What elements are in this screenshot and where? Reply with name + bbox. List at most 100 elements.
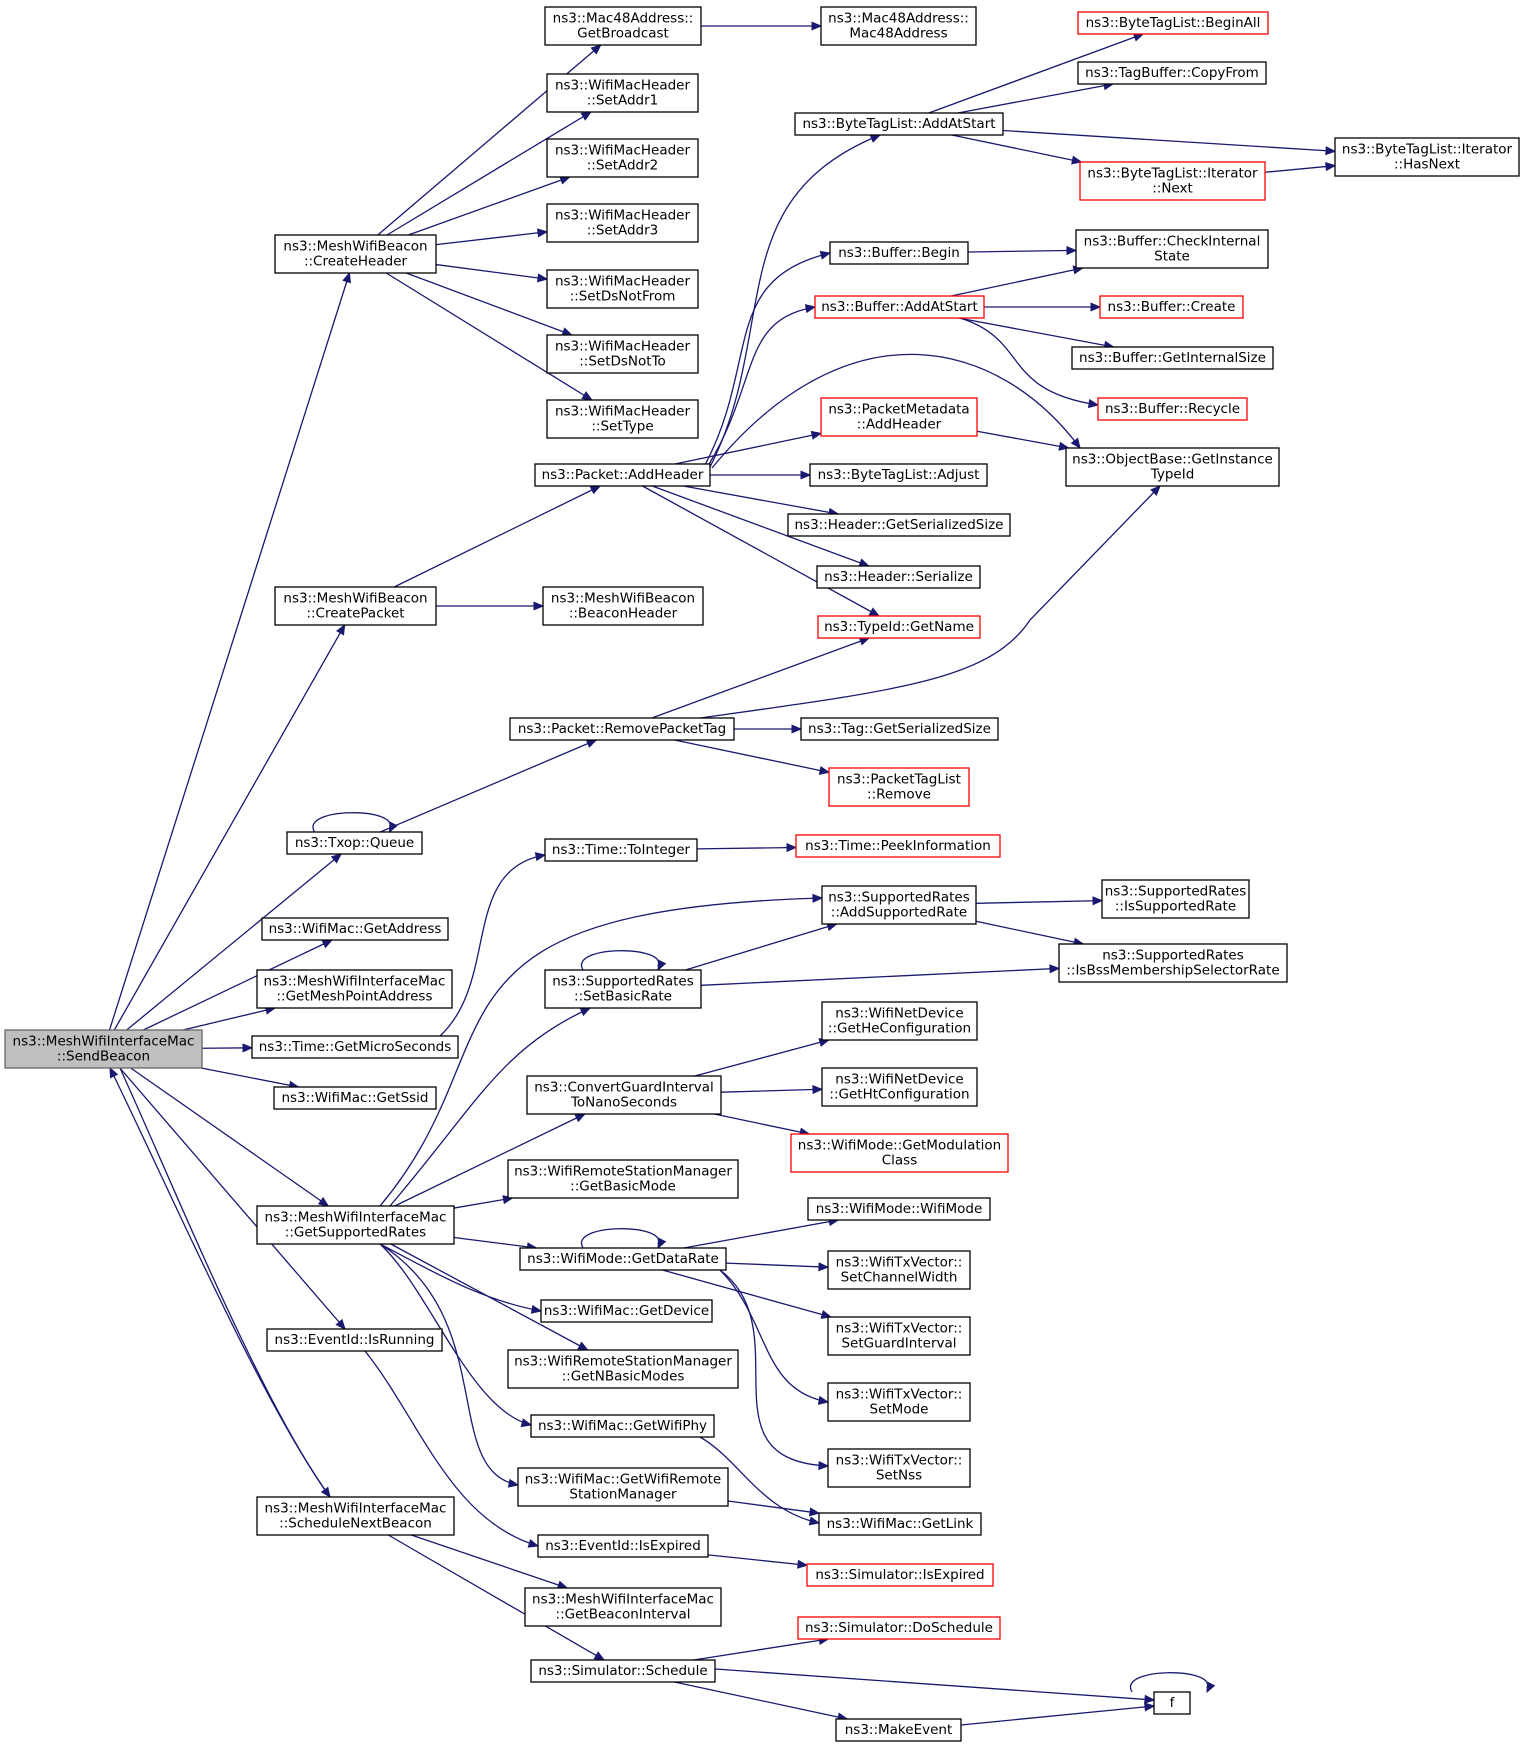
node-label: ns3::Time::ToInteger [552,842,691,858]
node-txvSetChannelWidth[interactable]: ns3::WifiTxVector::SetChannelWidth [827,1250,971,1290]
node-setAddr3[interactable]: ns3::WifiMacHeader::SetAddr3 [546,203,699,243]
node-label: ns3::MeshWifiInterfaceMac [264,974,446,990]
node-simIsExpired[interactable]: ns3::Simulator::IsExpired [806,1563,994,1587]
node-typeIdGetName[interactable]: ns3::TypeId::GetName [817,615,981,639]
node-wifiMacGetWifiPhy[interactable]: ns3::WifiMac::GetWifiPhy [530,1414,715,1438]
arrow-head-icon [812,893,824,903]
arrow-head-icon [819,250,832,260]
node-label: ns3::WifiMacHeader [555,274,691,290]
node-makeEvent[interactable]: ns3::MakeEvent [835,1718,962,1742]
node-wndGetHeConfiguration[interactable]: ns3::WifiNetDevice::GetHeConfiguration [821,1001,978,1041]
node-btlIterHasNext[interactable]: ns3::ByteTagList::Iterator::HasNext [1334,137,1520,177]
node-srIsSupportedRate[interactable]: ns3::SupportedRates::IsSupportedRate [1101,879,1250,919]
node-simDoSchedule[interactable]: ns3::Simulator::DoSchedule [797,1616,1001,1640]
node-label: ns3::ByteTagList::AddAtStart [802,116,995,132]
node-wifiModeGetDataRate[interactable]: ns3::WifiMode::GetDataRate [519,1247,727,1271]
node-wndGetHtConfiguration[interactable]: ns3::WifiNetDevice::GetHtConfiguration [821,1067,978,1107]
node-timePeekInformation[interactable]: ns3::Time::PeekInformation [795,834,1001,858]
node-box [821,885,977,925]
edge-bufferAddAtStart-to-bufferGetInternalSize [958,317,1115,350]
node-simSchedule[interactable]: ns3::Simulator::Schedule [530,1659,716,1683]
node-removePacketTag[interactable]: ns3::Packet::RemovePacketTag [509,717,735,741]
node-label: ns3::MakeEvent [845,1722,953,1738]
edge-btlIterNext-to-btlIterHasNext [1264,162,1337,173]
node-timeToInteger[interactable]: ns3::Time::ToInteger [544,838,698,862]
node-f[interactable]: f [1153,1691,1191,1715]
node-label: ::SetAddr3 [587,223,659,239]
node-headerGetSerializedSize[interactable]: ns3::Header::GetSerializedSize [787,513,1011,537]
node-box [829,241,969,265]
node-label: ::CreatePacket [306,606,404,622]
node-tagGetSerializedSize[interactable]: ns3::Tag::GetSerializedSize [800,717,999,741]
node-btlBeginAll[interactable]: ns3::ByteTagList::BeginAll [1077,11,1269,35]
node-label: ns3::WifiMac::GetSsid [281,1090,428,1106]
node-wrsmGetBasicMode[interactable]: ns3::WifiRemoteStationManager::GetBasicM… [507,1159,739,1199]
node-srIsBssMembership[interactable]: ns3::SupportedRates::IsBssMembershipSele… [1058,943,1288,983]
node-setAddr1[interactable]: ns3::WifiMacHeader::SetAddr1 [546,73,699,113]
node-setAddr2[interactable]: ns3::WifiMacHeader::SetAddr2 [546,138,699,178]
node-btlIterNext[interactable]: ns3::ByteTagList::Iterator::Next [1079,161,1266,201]
node-eventIdIsExpired[interactable]: ns3::EventId::IsExpired [537,1534,709,1558]
node-wifiModeCtor[interactable]: ns3::WifiMode::WifiMode [807,1197,991,1221]
node-txvSetGuardInterval[interactable]: ns3::WifiTxVector::SetGuardInterval [827,1316,971,1356]
edge-wifiModeGetDataRate-to-txvSetMode [719,1269,830,1405]
node-label: ns3::WifiRemoteStationManager [514,1164,732,1180]
node-srSetBasicRate[interactable]: ns3::SupportedRates::SetBasicRate [544,969,702,1009]
node-bufferRecycle[interactable]: ns3::Buffer::Recycle [1097,397,1248,421]
node-wifiMacGetAddress[interactable]: ns3::WifiMac::GetAddress [261,917,449,941]
node-box [821,1001,978,1041]
node-wrsmGetNBasicModes[interactable]: ns3::WifiRemoteStationManager::GetNBasic… [507,1349,739,1389]
node-getBroadcast[interactable]: ns3::Mac48Address::GetBroadcast [544,6,702,46]
node-box [1097,397,1248,421]
node-mac48Ctor[interactable]: ns3::Mac48Address::Mac48Address [820,6,977,46]
node-label: ns3::Header::Serialize [824,569,973,585]
node-setDsNotTo[interactable]: ns3::WifiMacHeader::SetDsNotTo [546,334,699,374]
node-timeGetMicroSeconds[interactable]: ns3::Time::GetMicroSeconds [251,1035,459,1059]
node-addHeader[interactable]: ns3::Packet::AddHeader [534,463,711,487]
node-btlAddAtStart[interactable]: ns3::ByteTagList::AddAtStart [794,112,1004,136]
node-getMeshPointAddress[interactable]: ns3::MeshWifiInterfaceMac::GetMeshPointA… [256,969,453,1009]
node-setType[interactable]: ns3::WifiMacHeader::SetType [546,399,699,439]
node-box [546,334,699,374]
node-pmAddHeader[interactable]: ns3::PacketMetadata::AddHeader [820,397,978,437]
node-getBeaconInterval[interactable]: ns3::MeshWifiInterfaceMac::GetBeaconInte… [524,1587,722,1627]
node-box [828,767,970,807]
node-getSupportedRates[interactable]: ns3::MeshWifiInterfaceMac::GetSupportedR… [256,1205,455,1245]
node-btlAdjust[interactable]: ns3::ByteTagList::Adjust [809,463,988,487]
edge-createHeader-to-setAddr1 [386,111,593,236]
node-createHeader[interactable]: ns3::MeshWifiBeacon::CreateHeader [274,234,437,274]
node-eventIdIsRunning[interactable]: ns3::EventId::IsRunning [266,1328,443,1352]
node-root[interactable]: ns3::MeshWifiInterfaceMac::SendBeacon [4,1029,203,1069]
node-wifiMacGetDevice[interactable]: ns3::WifiMac::GetDevice [540,1299,713,1323]
node-txvSetNss[interactable]: ns3::WifiTxVector::SetNss [827,1448,971,1488]
node-wifiMacGetSsid[interactable]: ns3::WifiMac::GetSsid [273,1086,437,1110]
node-txvSetMode[interactable]: ns3::WifiTxVector::SetMode [827,1382,971,1422]
node-headerSerialize[interactable]: ns3::Header::Serialize [816,565,981,589]
node-label: ns3::WifiMacHeader [555,339,691,355]
node-scheduleNextBeacon[interactable]: ns3::MeshWifiInterfaceMac::ScheduleNextB… [256,1496,455,1536]
node-bufferBegin[interactable]: ns3::Buffer::Begin [829,241,969,265]
node-beaconHeader[interactable]: ns3::MeshWifiBeacon::BeaconHeader [542,586,704,626]
node-bufferGetInternalSize[interactable]: ns3::Buffer::GetInternalSize [1071,346,1274,370]
node-box [256,969,453,1009]
node-bufferAddAtStart[interactable]: ns3::Buffer::AddAtStart [814,295,985,319]
node-ptlRemove[interactable]: ns3::PacketTagList::Remove [828,767,970,807]
node-label: ns3::Buffer::Begin [838,245,960,261]
node-tagBufferCopyFrom[interactable]: ns3::TagBuffer::CopyFrom [1077,61,1267,85]
node-wifiMacGetWifiRsm[interactable]: ns3::WifiMac::GetWifiRemoteStationManage… [517,1467,729,1507]
node-box [814,295,985,319]
node-srAddSupportedRate[interactable]: ns3::SupportedRates::AddSupportedRate [821,885,977,925]
node-txopQueue[interactable]: ns3::Txop::Queue [286,831,423,855]
node-setDsNotFrom[interactable]: ns3::WifiMacHeader::SetDsNotFrom [546,269,699,309]
node-wifiMacGetLink[interactable]: ns3::WifiMac::GetLink [818,1512,982,1536]
node-createPacket[interactable]: ns3::MeshWifiBeacon::CreatePacket [274,586,437,626]
arrow-head-icon [388,821,398,834]
node-label: ns3::Mac48Address:: [553,11,694,27]
edge-line [389,1007,591,1207]
edge-line [976,430,1069,449]
node-bufferCreate[interactable]: ns3::Buffer::Create [1099,295,1244,319]
